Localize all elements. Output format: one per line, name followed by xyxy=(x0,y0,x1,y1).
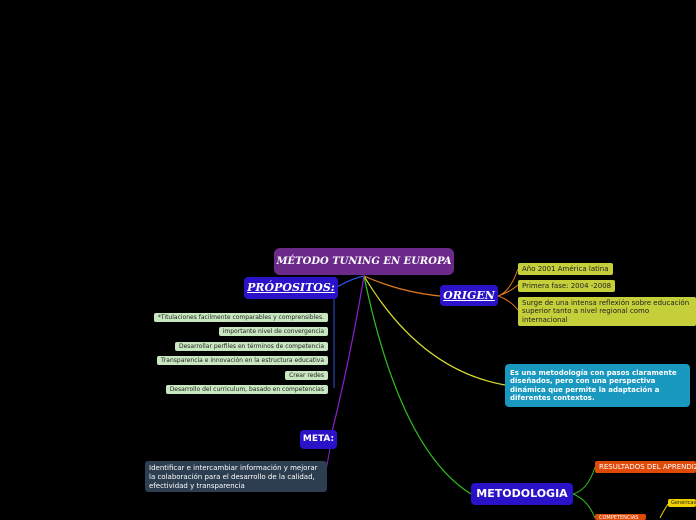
connector-metodologia xyxy=(363,275,472,495)
connector-metodologia-items xyxy=(572,466,596,519)
metodologia-item-resultados[interactable]: RESULTADOS DEL APRENDIZAJE xyxy=(595,461,696,474)
origen-title: ORIGEN xyxy=(443,288,495,302)
proposito-item-2[interactable]: importante nivel de convergencia xyxy=(218,327,328,337)
proposito-item-4[interactable]: Transparencia e innovación en la estruct… xyxy=(157,356,328,366)
connector-sub xyxy=(659,503,669,519)
propositos-title: PRÓPOSITOS: xyxy=(247,281,335,295)
central-topic[interactable]: MÉTODO TUNING EN EUROPA xyxy=(274,248,454,275)
proposito-item-1[interactable]: *Titulaciones facilmente comparables y c… xyxy=(153,313,328,323)
metodologia-title: METODOLOGIA xyxy=(476,487,568,501)
connector-descripcion xyxy=(363,275,506,386)
proposito-item-6[interactable]: Desarrollo del curriculum, basado en com… xyxy=(165,385,328,395)
metodologia-node[interactable]: METODOLOGIA xyxy=(471,483,573,505)
connector-origen-items xyxy=(497,268,519,311)
propositos-node[interactable]: PRÓPOSITOS: xyxy=(244,277,338,299)
meta-title: META: xyxy=(302,434,335,445)
connector-meta xyxy=(329,275,365,441)
proposito-item-3[interactable]: Desarrollar perfiles en términos de comp… xyxy=(174,342,328,352)
central-title: MÉTODO TUNING EN EUROPA xyxy=(276,255,452,267)
origen-item-1[interactable]: Año 2001 América latina xyxy=(518,263,613,276)
proposito-item-5[interactable]: Crear redes xyxy=(285,371,328,381)
descripcion-node[interactable]: Es una metodología con pasos claramente … xyxy=(505,364,690,407)
origen-item-3[interactable]: Surge de una intensa reflexión sobre edu… xyxy=(518,297,696,327)
metodologia-item-competencias[interactable]: COMPETENCIAS xyxy=(595,514,646,520)
origen-item-2[interactable]: Primera fase: 2004 -2008 xyxy=(518,280,616,293)
meta-description[interactable]: Identificar e intercambiar información y… xyxy=(145,461,327,492)
connector-origen xyxy=(363,275,441,297)
meta-node[interactable]: META: xyxy=(300,430,337,449)
origen-node[interactable]: ORIGEN xyxy=(440,285,498,306)
competencias-sub-genericas[interactable]: Genéricas xyxy=(668,499,696,507)
